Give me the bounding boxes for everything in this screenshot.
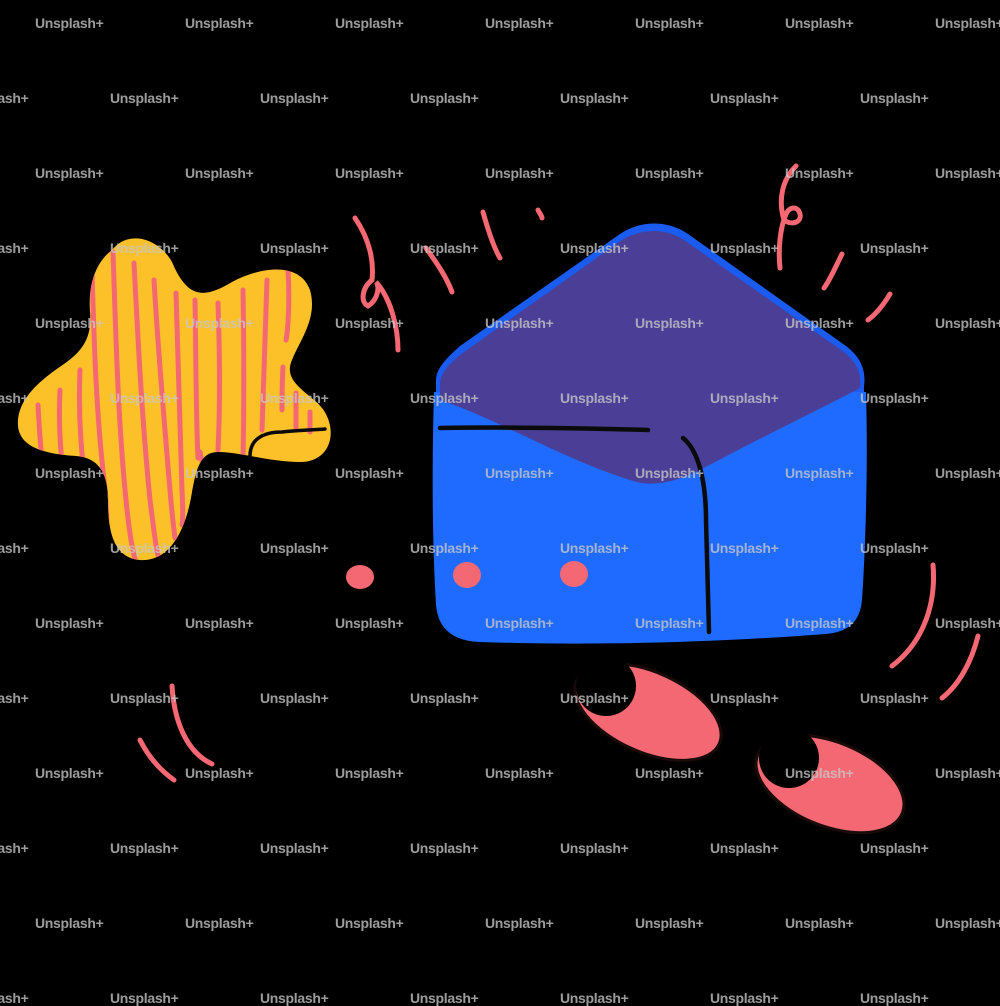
confetti-dash xyxy=(821,251,845,291)
envelope-flap xyxy=(440,231,861,484)
confetti-dash xyxy=(423,245,455,295)
confetti-dot xyxy=(535,207,545,221)
striped-star xyxy=(17,238,331,561)
confetti-curve xyxy=(939,633,981,701)
star-ink-stroke xyxy=(248,427,327,458)
confetti-curve xyxy=(137,737,177,783)
envelope-body xyxy=(432,392,867,644)
star-stripes xyxy=(35,249,313,561)
confetti-dash xyxy=(480,209,503,261)
confetti-squiggle xyxy=(776,163,803,271)
confetti-curve xyxy=(889,562,936,669)
confetti-squiggle xyxy=(352,215,401,353)
envelope-ink-line-horizontal xyxy=(437,425,651,433)
left-cheek xyxy=(453,562,481,588)
left-foot xyxy=(573,656,723,762)
open-envelope xyxy=(432,223,867,644)
pink-dot xyxy=(346,565,374,589)
right-foot xyxy=(754,728,906,835)
confetti-curve xyxy=(169,683,215,767)
right-cheek xyxy=(560,561,588,587)
envelope-ink-line-vertical xyxy=(680,435,712,635)
confetti xyxy=(137,163,981,783)
confetti-dash xyxy=(865,291,893,323)
